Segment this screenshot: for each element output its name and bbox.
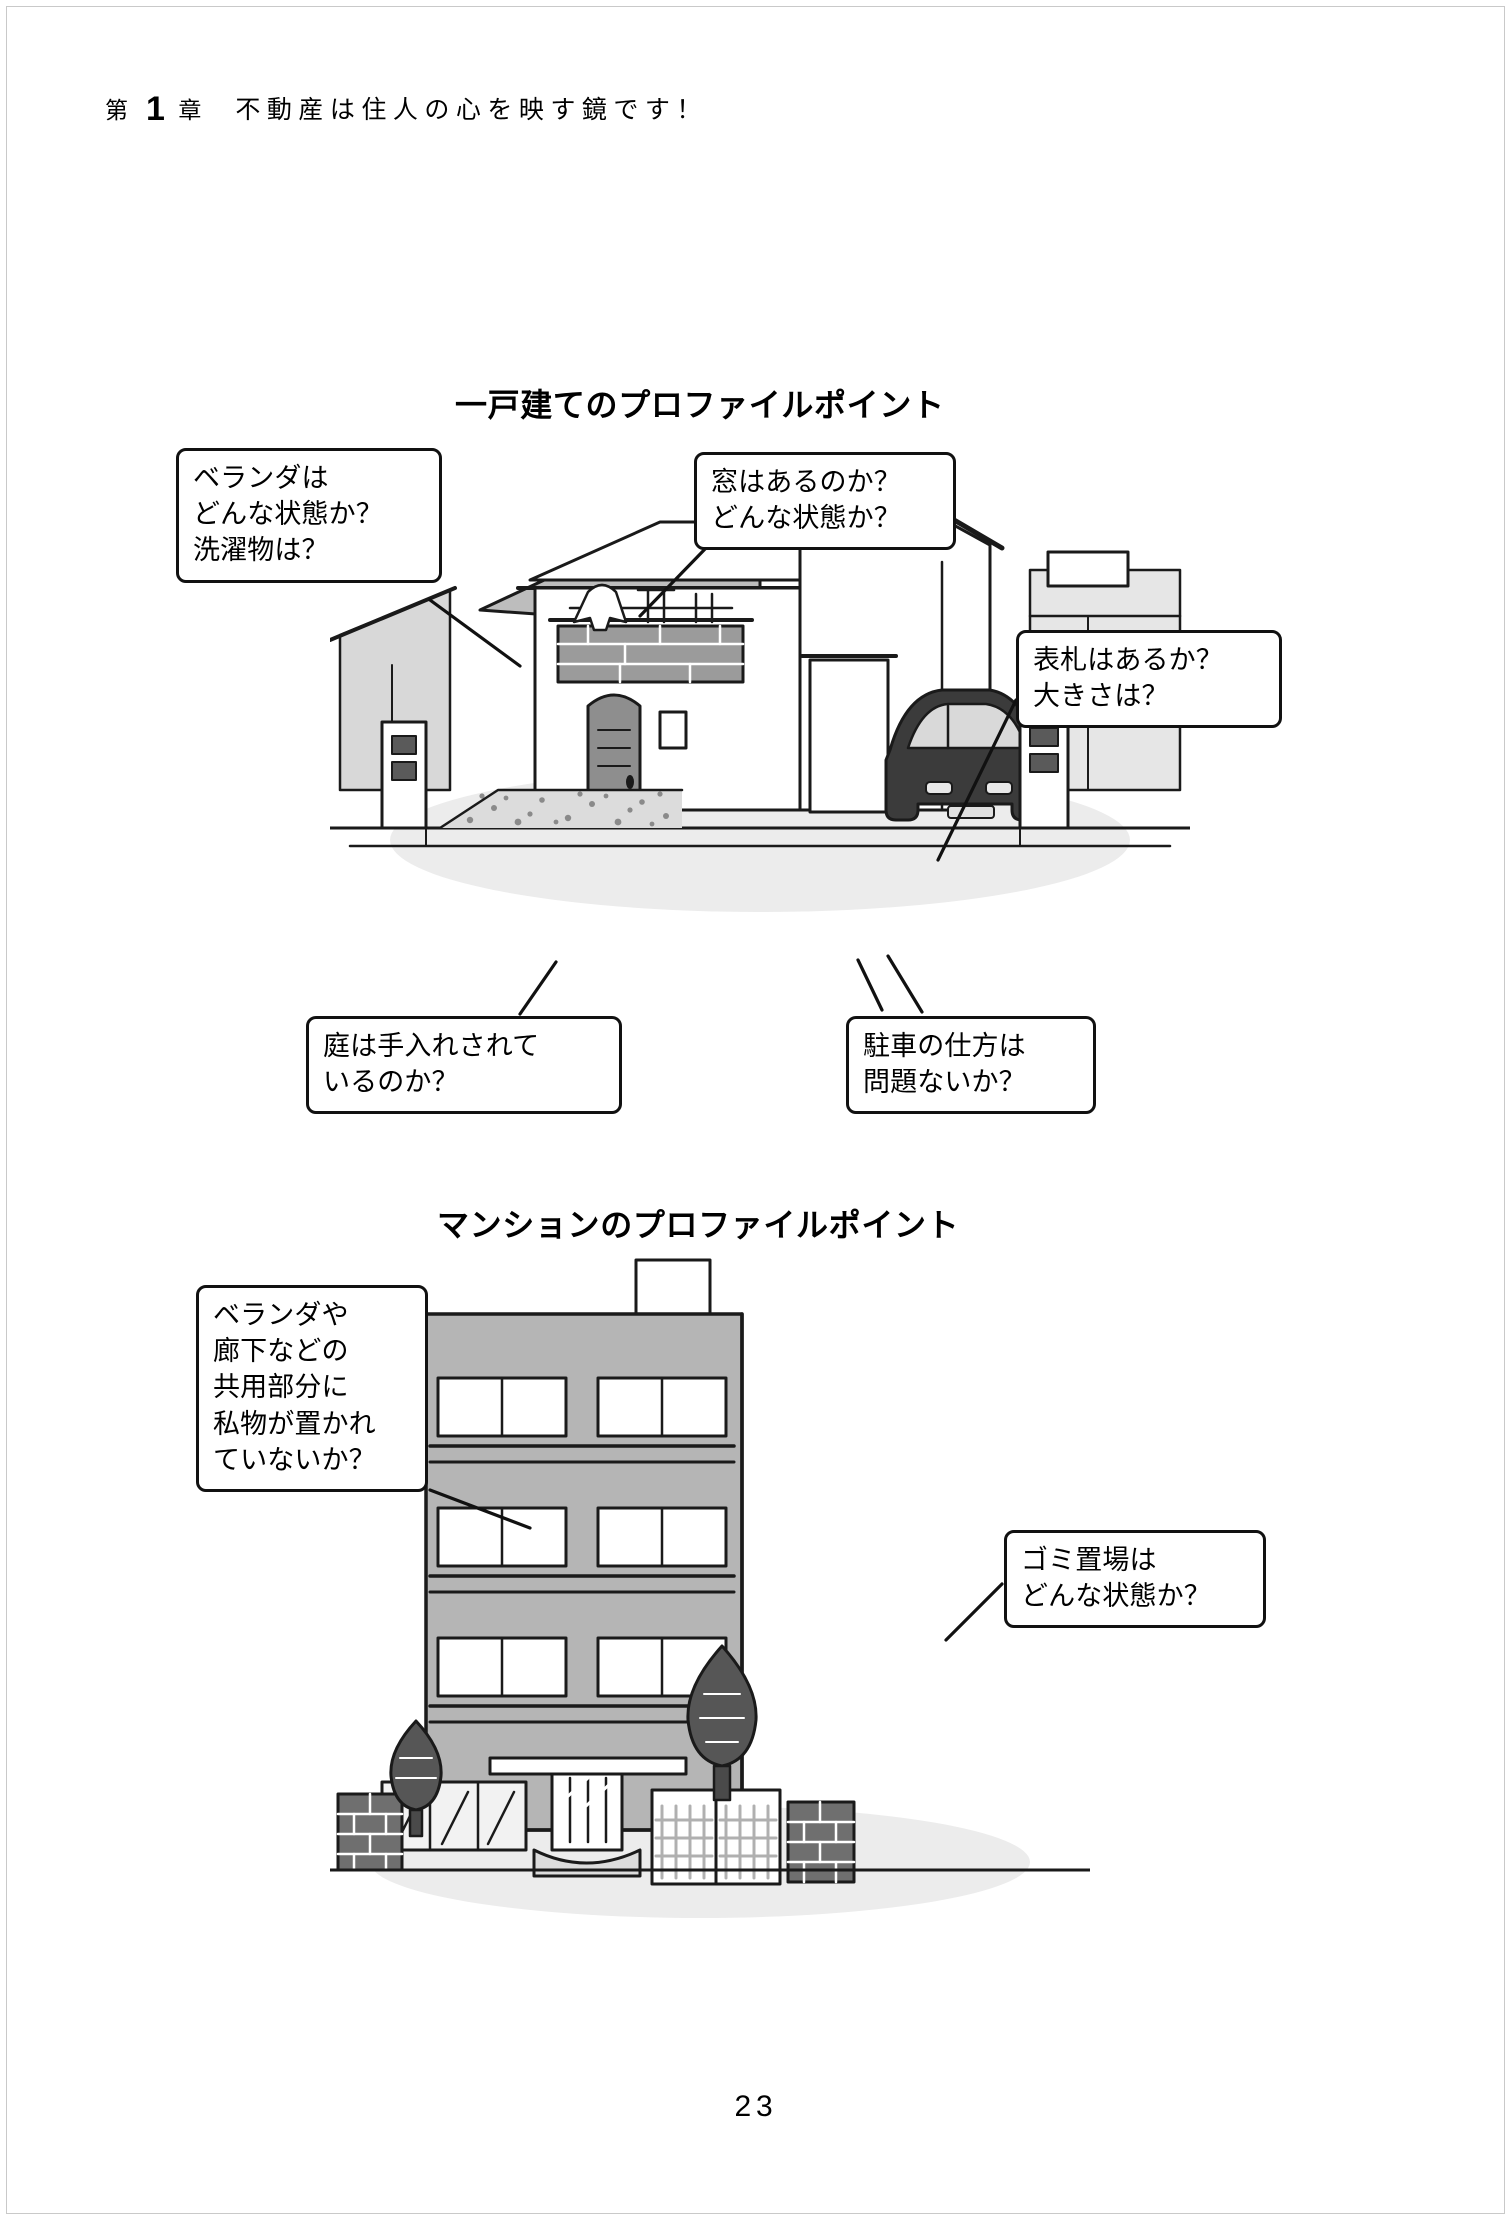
callout-window: 窓はあるのか？ どんな状態か？: [694, 452, 956, 551]
page-number: 23: [734, 2090, 778, 2123]
callout-garden: 庭は手入れされて いるのか？: [306, 1016, 622, 1115]
callout-nameplate: 表札はあるか？ 大きさは？: [1016, 630, 1282, 729]
callout-garbage: ゴミ置場は どんな状態か？: [1004, 1530, 1266, 1629]
chapter-unit: 章: [178, 97, 210, 123]
figure-title-mansion: マンションのプロファイルポイント: [437, 1207, 960, 1243]
chapter-number: 1: [146, 90, 169, 128]
callout-veranda: ベランダは どんな状態か？ 洗濯物は？: [176, 448, 442, 583]
chapter-word: 第: [105, 97, 136, 123]
chapter-title: 不動産は住人の心を映す鏡です！: [235, 96, 708, 124]
callout-common-area: ベランダや 廊下などの 共用部分に 私物が置かれ ていないか？: [196, 1285, 428, 1492]
illustration-apartment-block: [328, 1250, 1092, 1930]
figure-title-house: 一戸建てのプロファイルポイント: [455, 387, 945, 423]
callout-parking: 駐車の仕方は 問題ないか？: [846, 1016, 1096, 1115]
